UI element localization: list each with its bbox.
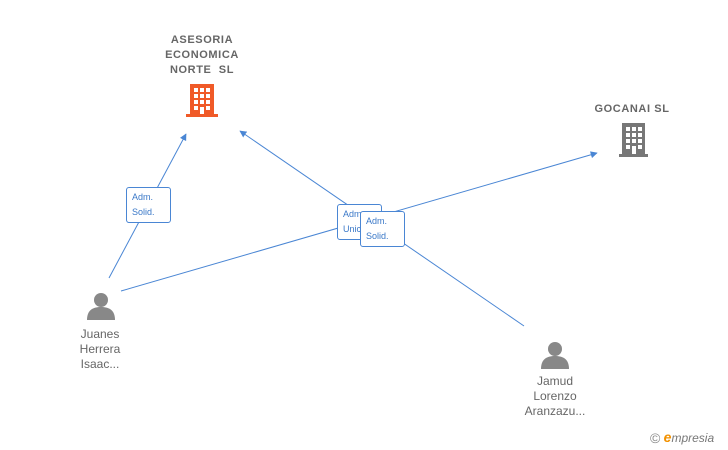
person-label-line: Lorenzo [533, 389, 577, 403]
company-label-line: ECONOMICA [165, 49, 239, 61]
edge-label-line: Solid. [366, 231, 389, 241]
company-label-line: GOCANAI SL [594, 103, 670, 115]
person-label-line: Jamud [536, 374, 574, 388]
edge-label-line: Adm. [132, 192, 154, 202]
person-label-jamud[interactable]: Jamud Lorenzo Aranzazu... [505, 374, 605, 419]
empresia-watermark: © empresia [650, 429, 714, 446]
company-label-line: NORTE SL [169, 64, 235, 76]
building-icon[interactable] [186, 84, 218, 117]
edge-label-line: Adm. [343, 209, 365, 219]
company-label-asesoria[interactable]: ASESORIA ECONOMICA NORTE SL [148, 33, 256, 78]
edge-label-line: Adm. [366, 216, 388, 226]
person-label-line: Aranzazu... [524, 404, 586, 418]
company-label-gocanai[interactable]: GOCANAI SL [588, 102, 676, 117]
edge-label-line: Unic. [343, 224, 364, 234]
person-label-line: Isaac... [80, 357, 120, 371]
edge-label-line: Solid. [132, 207, 155, 217]
empresia-logo-e: e [663, 429, 672, 445]
building-icon[interactable] [619, 123, 648, 157]
person-label-juanes[interactable]: Juanes Herrera Isaac... [60, 327, 140, 372]
person-label-line: Herrera [79, 342, 121, 356]
edge-label-adm-solid[interactable]: Adm. Solid. [360, 211, 405, 247]
person-icon[interactable] [541, 342, 569, 369]
person-label-line: Juanes [80, 327, 120, 341]
empresia-logo-text: mpresia [671, 431, 715, 445]
person-icon[interactable] [87, 293, 115, 320]
copyright-icon: © [650, 430, 661, 446]
company-label-line: ASESORIA [170, 34, 234, 46]
edge-label-adm-solid[interactable]: Adm. Solid. [126, 187, 171, 223]
